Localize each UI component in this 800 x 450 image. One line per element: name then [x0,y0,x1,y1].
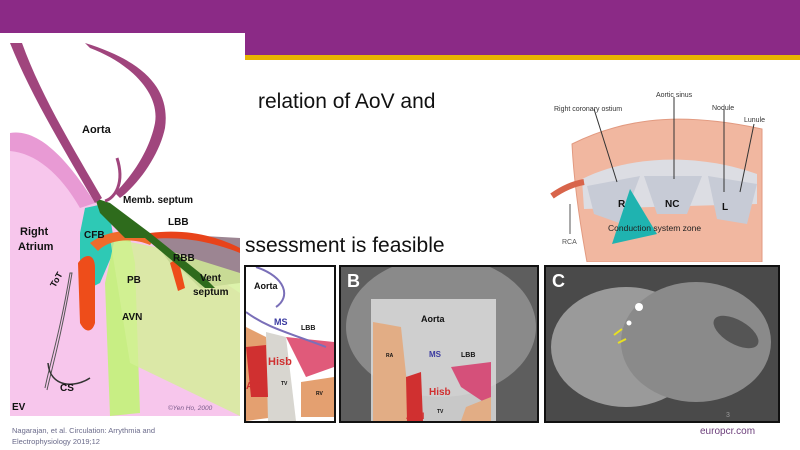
panel-a-lbb: LBB [301,325,315,332]
label-lbb: LBB [168,217,189,228]
bullet-text-1: relation of AoV and [258,90,436,113]
label-aortic-sinus: Aortic sinus [656,92,693,99]
header-accent-line [245,55,800,60]
panel-a-aorta: Aorta [254,281,278,291]
label-copyright: ©Yen Ho, 2000 [168,404,213,412]
label-rbb: RBB [173,253,195,264]
panel-b: B Aorta MS LBB Hisb AVN TV RA [339,265,539,423]
panel-b-hisb: Hisb [429,387,451,398]
anatomy-diagram: Aorta Memb. septum Right Atrium CFB LBB … [10,43,240,416]
panel-c: C 3 [544,265,780,423]
footer-url: europcr.com [700,426,756,437]
citation-line-1: Nagarajan, et al. Circulation: Arrythmia… [12,426,155,435]
label-cs: CS [60,383,74,394]
label-ev: EV [12,402,26,413]
citation-line-2: Electrophysiology 2019;12 [12,437,100,446]
panel-a: Aorta MS LBB Hisb AVN TV RV [244,265,336,423]
panel-b-ct-overlay: B Aorta MS LBB Hisb AVN TV RA [346,267,536,421]
panel-b-tv: TV [437,409,444,415]
citation: Nagarajan, et al. Circulation: Arrythmia… [12,425,242,447]
panel-a-tv: TV [281,381,288,387]
panel-c-number: 3 [726,412,730,419]
panel-b-avn: AVN [406,411,424,421]
label-septum: septum [193,287,229,298]
label-memb-septum: Memb. septum [123,195,193,206]
panel-a-diagram: Aorta MS LBB Hisb AVN TV RV [246,267,334,421]
panel-a-hisb: Hisb [268,356,292,368]
conduction-anatomy-figure: Aorta Memb. septum Right Atrium CFB LBB … [0,33,245,450]
label-pb: PB [127,275,141,286]
panel-c-ct-image: C 3 [551,271,771,419]
label-conduction-zone: Conduction system zone [608,223,701,233]
panel-b-letter: B [347,271,360,291]
label-vent: Vent [200,273,222,284]
label-right: Right [20,226,48,238]
label-aorta: Aorta [82,124,112,136]
panel-a-ms: MS [274,317,288,327]
panel-b-aorta: Aorta [421,314,445,324]
label-nc: NC [665,199,679,210]
label-r: R [618,199,626,210]
label-lunule: Lunule [744,117,765,124]
panel-b-lbb: LBB [461,352,475,359]
panel-b-ms: MS [429,350,442,359]
label-l: L [722,202,728,213]
label-nodule: Nodule [712,105,734,112]
panel-c-letter: C [552,271,565,291]
aortic-valve-diagram: Right coronary ostium Aortic sinus Nodul… [550,92,765,263]
aortic-valve-figure: Right coronary ostium Aortic sinus Nodul… [512,84,778,263]
label-rca: RCA [562,239,577,246]
label-avn: AVN [122,312,142,323]
label-right-coronary-ostium: Right coronary ostium [554,106,622,113]
panel-a-rv: RV [316,391,324,397]
bullet-text-2: ssessment is feasible [245,234,445,257]
label-atrium: Atrium [18,241,54,253]
panel-a-avn: AVN [246,381,266,392]
label-cfb: CFB [84,230,105,241]
panel-b-ra: RA [386,353,394,359]
